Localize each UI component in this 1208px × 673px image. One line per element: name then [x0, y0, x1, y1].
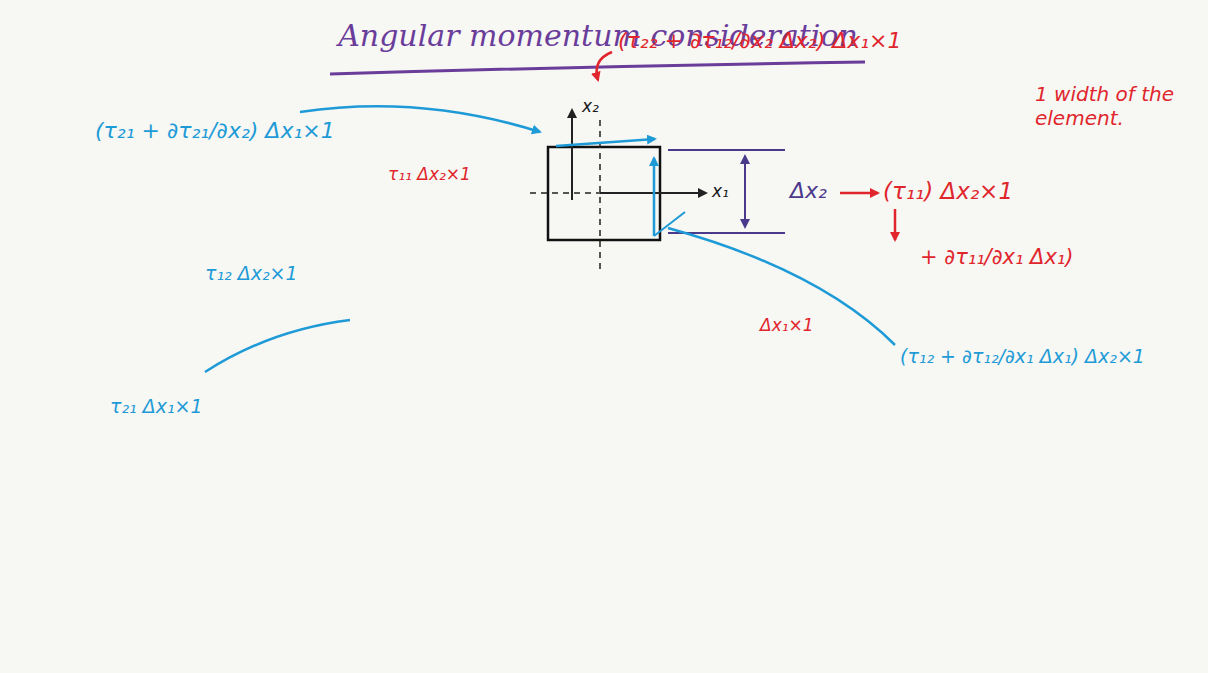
dimension-arrow	[744, 156, 746, 227]
formula-label: x₁	[712, 181, 729, 201]
formula-label: (τ₂₁ + ∂τ₂₁/∂x₂) Δx₁×1	[95, 118, 335, 144]
leader-line	[205, 320, 350, 372]
shear-arrow	[653, 158, 656, 236]
formula-label: τ₁₁ Δx₂×1	[388, 164, 471, 184]
formula-label: τ₁₂ Δx₂×1	[205, 262, 298, 285]
formula-label: τ₂₁ Δx₁×1	[110, 395, 203, 418]
formula-label: x₂	[582, 96, 599, 116]
formula-label: 1 width of the element.	[1035, 82, 1185, 130]
x2-axis	[571, 110, 573, 200]
dimension-line	[668, 149, 785, 151]
shear-arrow	[556, 139, 655, 146]
insert-arrow	[894, 209, 897, 240]
leader-line	[668, 228, 895, 345]
formula-label: (τ₂₂ + ∂τ₁₂/∂x₂ Δx₂) Δx₁×1	[618, 28, 902, 54]
force-arrow	[840, 192, 878, 195]
formula-label: Δx₁×1	[760, 315, 814, 335]
formula-label: (τ₁₂ + ∂τ₁₂/∂x₁ Δx₁) Δx₂×1	[900, 345, 1145, 368]
formula-label: + ∂τ₁₁/∂x₁ Δx₁)	[920, 245, 1073, 270]
formula-label: Δx₂	[790, 178, 827, 204]
leader-line	[300, 106, 540, 132]
force-arrow	[597, 52, 612, 80]
formula-label: (τ₁₁) Δx₂×1	[883, 178, 1013, 206]
